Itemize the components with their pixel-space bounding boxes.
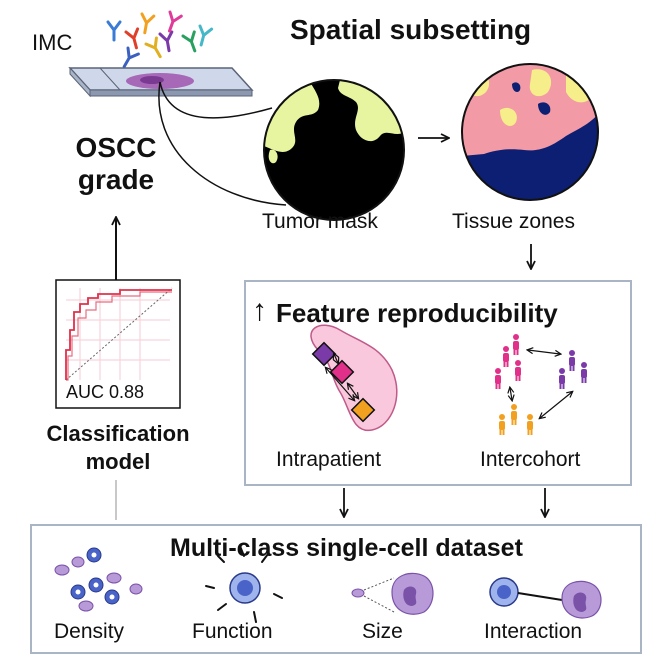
antibody-icon bbox=[181, 30, 197, 53]
dataset-box bbox=[30, 524, 642, 654]
auc-label: AUC 0.88 bbox=[64, 382, 147, 403]
person-icon bbox=[503, 346, 509, 367]
feature-reproducibility-title: Feature reproducibility bbox=[276, 298, 558, 328]
classification-line1: Classification bbox=[46, 421, 190, 446]
person-icon bbox=[559, 368, 565, 389]
tissue-zones-label: Tissue zones bbox=[452, 210, 575, 233]
diamond-node-icon bbox=[350, 397, 376, 423]
person-icon bbox=[581, 362, 587, 383]
oscc-grade-title: OSCC grade bbox=[66, 132, 166, 196]
size-icon bbox=[351, 572, 434, 615]
intrapatient-label: Intrapatient bbox=[276, 448, 382, 471]
antibody-icon bbox=[106, 20, 122, 42]
antibody-icon bbox=[167, 10, 183, 33]
density-label: Density bbox=[54, 620, 125, 643]
oscc-line2: grade bbox=[77, 164, 155, 195]
tumor-mask-image bbox=[263, 79, 405, 221]
antibody-icon bbox=[122, 46, 140, 69]
function-icon bbox=[205, 545, 283, 623]
tissue-zones-image bbox=[461, 63, 599, 201]
antibody-icon bbox=[140, 12, 156, 35]
antibody-icon bbox=[124, 27, 140, 50]
interaction-label: Interaction bbox=[484, 620, 583, 643]
antibody-icons bbox=[106, 10, 214, 69]
tumor-mask-label: Tumor mask bbox=[262, 210, 378, 233]
spatial-subsetting-title: Spatial subsetting bbox=[290, 14, 532, 45]
density-icon bbox=[54, 547, 143, 612]
interaction-icon bbox=[489, 577, 602, 619]
person-icon bbox=[499, 414, 505, 435]
person-icon bbox=[513, 334, 519, 355]
person-icon bbox=[495, 368, 501, 389]
function-label: Function bbox=[192, 620, 273, 643]
intercohort-label: Intercohort bbox=[480, 448, 581, 471]
diamond-node-icon bbox=[311, 341, 337, 367]
classification-line2: model bbox=[85, 449, 151, 474]
antibody-icon bbox=[144, 36, 162, 59]
feature-up-arrow: ↑ bbox=[252, 294, 267, 327]
antibody-icon bbox=[198, 24, 214, 47]
intrapatient-icon bbox=[310, 324, 398, 432]
dataset-title: Multi-class single-cell dataset bbox=[170, 534, 523, 562]
size-label: Size bbox=[362, 620, 403, 643]
person-icon bbox=[511, 404, 517, 425]
feature-reproducibility-box bbox=[244, 280, 632, 486]
person-icon bbox=[515, 360, 521, 381]
imc-label: IMC bbox=[32, 30, 73, 55]
person-icon bbox=[569, 350, 575, 371]
intercohort-icon bbox=[495, 334, 587, 435]
classification-model-title: Classification model bbox=[22, 420, 214, 476]
slide-icon bbox=[68, 66, 254, 98]
oscc-line1: OSCC bbox=[75, 132, 157, 163]
antibody-icon bbox=[158, 30, 174, 53]
person-icon bbox=[527, 414, 533, 435]
